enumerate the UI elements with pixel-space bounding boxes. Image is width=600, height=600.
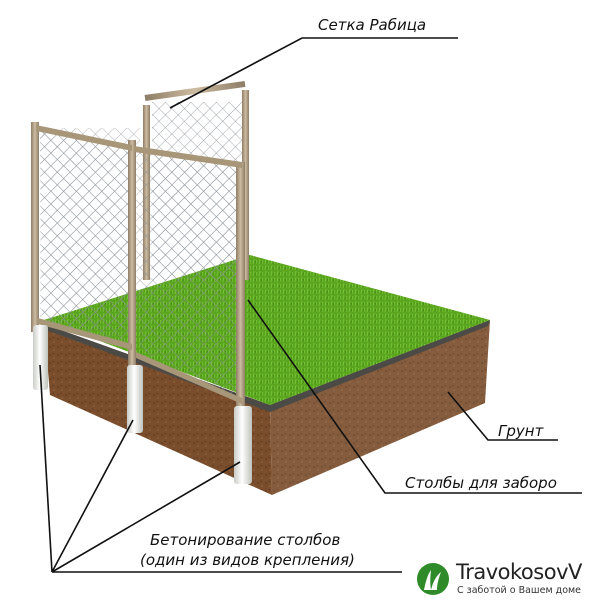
front-left-mesh bbox=[40, 128, 130, 345]
grass-logo-icon bbox=[417, 563, 449, 595]
logo: TravokosovV С заботой о Вашем доме bbox=[416, 560, 600, 600]
leader-posts bbox=[247, 299, 582, 494]
label-posts: Столбы для заборо bbox=[405, 474, 557, 492]
leader-concrete-2 bbox=[51, 419, 134, 573]
label-concrete-line2: (один из видов крепления) bbox=[140, 551, 355, 569]
gate-rail-bottom bbox=[136, 352, 242, 404]
label-soil: Грунт bbox=[498, 422, 544, 440]
soil-right-face bbox=[270, 320, 490, 495]
gate-rail-top bbox=[134, 146, 242, 168]
logo-tagline: С заботой о Вашем доме bbox=[457, 585, 582, 596]
post-back-right bbox=[242, 90, 249, 280]
front-right-fence bbox=[134, 146, 252, 484]
gate-mesh bbox=[140, 150, 240, 400]
leader-concrete-1 bbox=[39, 364, 53, 573]
leader-soil bbox=[447, 391, 558, 441]
leader-lines bbox=[39, 37, 582, 573]
rail-back-top bbox=[144, 80, 246, 101]
label-concrete-line1: Бетонирование столбов bbox=[150, 531, 341, 549]
rail-left-top bbox=[36, 125, 132, 151]
concrete-front-right bbox=[234, 406, 252, 484]
soil-left-face bbox=[44, 324, 272, 495]
logo-name: TravokosovV bbox=[456, 560, 582, 584]
concrete-left bbox=[33, 325, 48, 390]
leader-mesh bbox=[169, 37, 458, 109]
post-center bbox=[128, 140, 136, 380]
label-mesh: Сетка Рабица bbox=[318, 16, 427, 34]
post-front-right bbox=[236, 162, 245, 417]
leader-concrete-3 bbox=[51, 461, 241, 573]
front-left-fence bbox=[31, 122, 143, 433]
post-left bbox=[31, 122, 39, 332]
rail-left-bottom bbox=[38, 318, 132, 350]
concrete-center bbox=[127, 365, 143, 433]
